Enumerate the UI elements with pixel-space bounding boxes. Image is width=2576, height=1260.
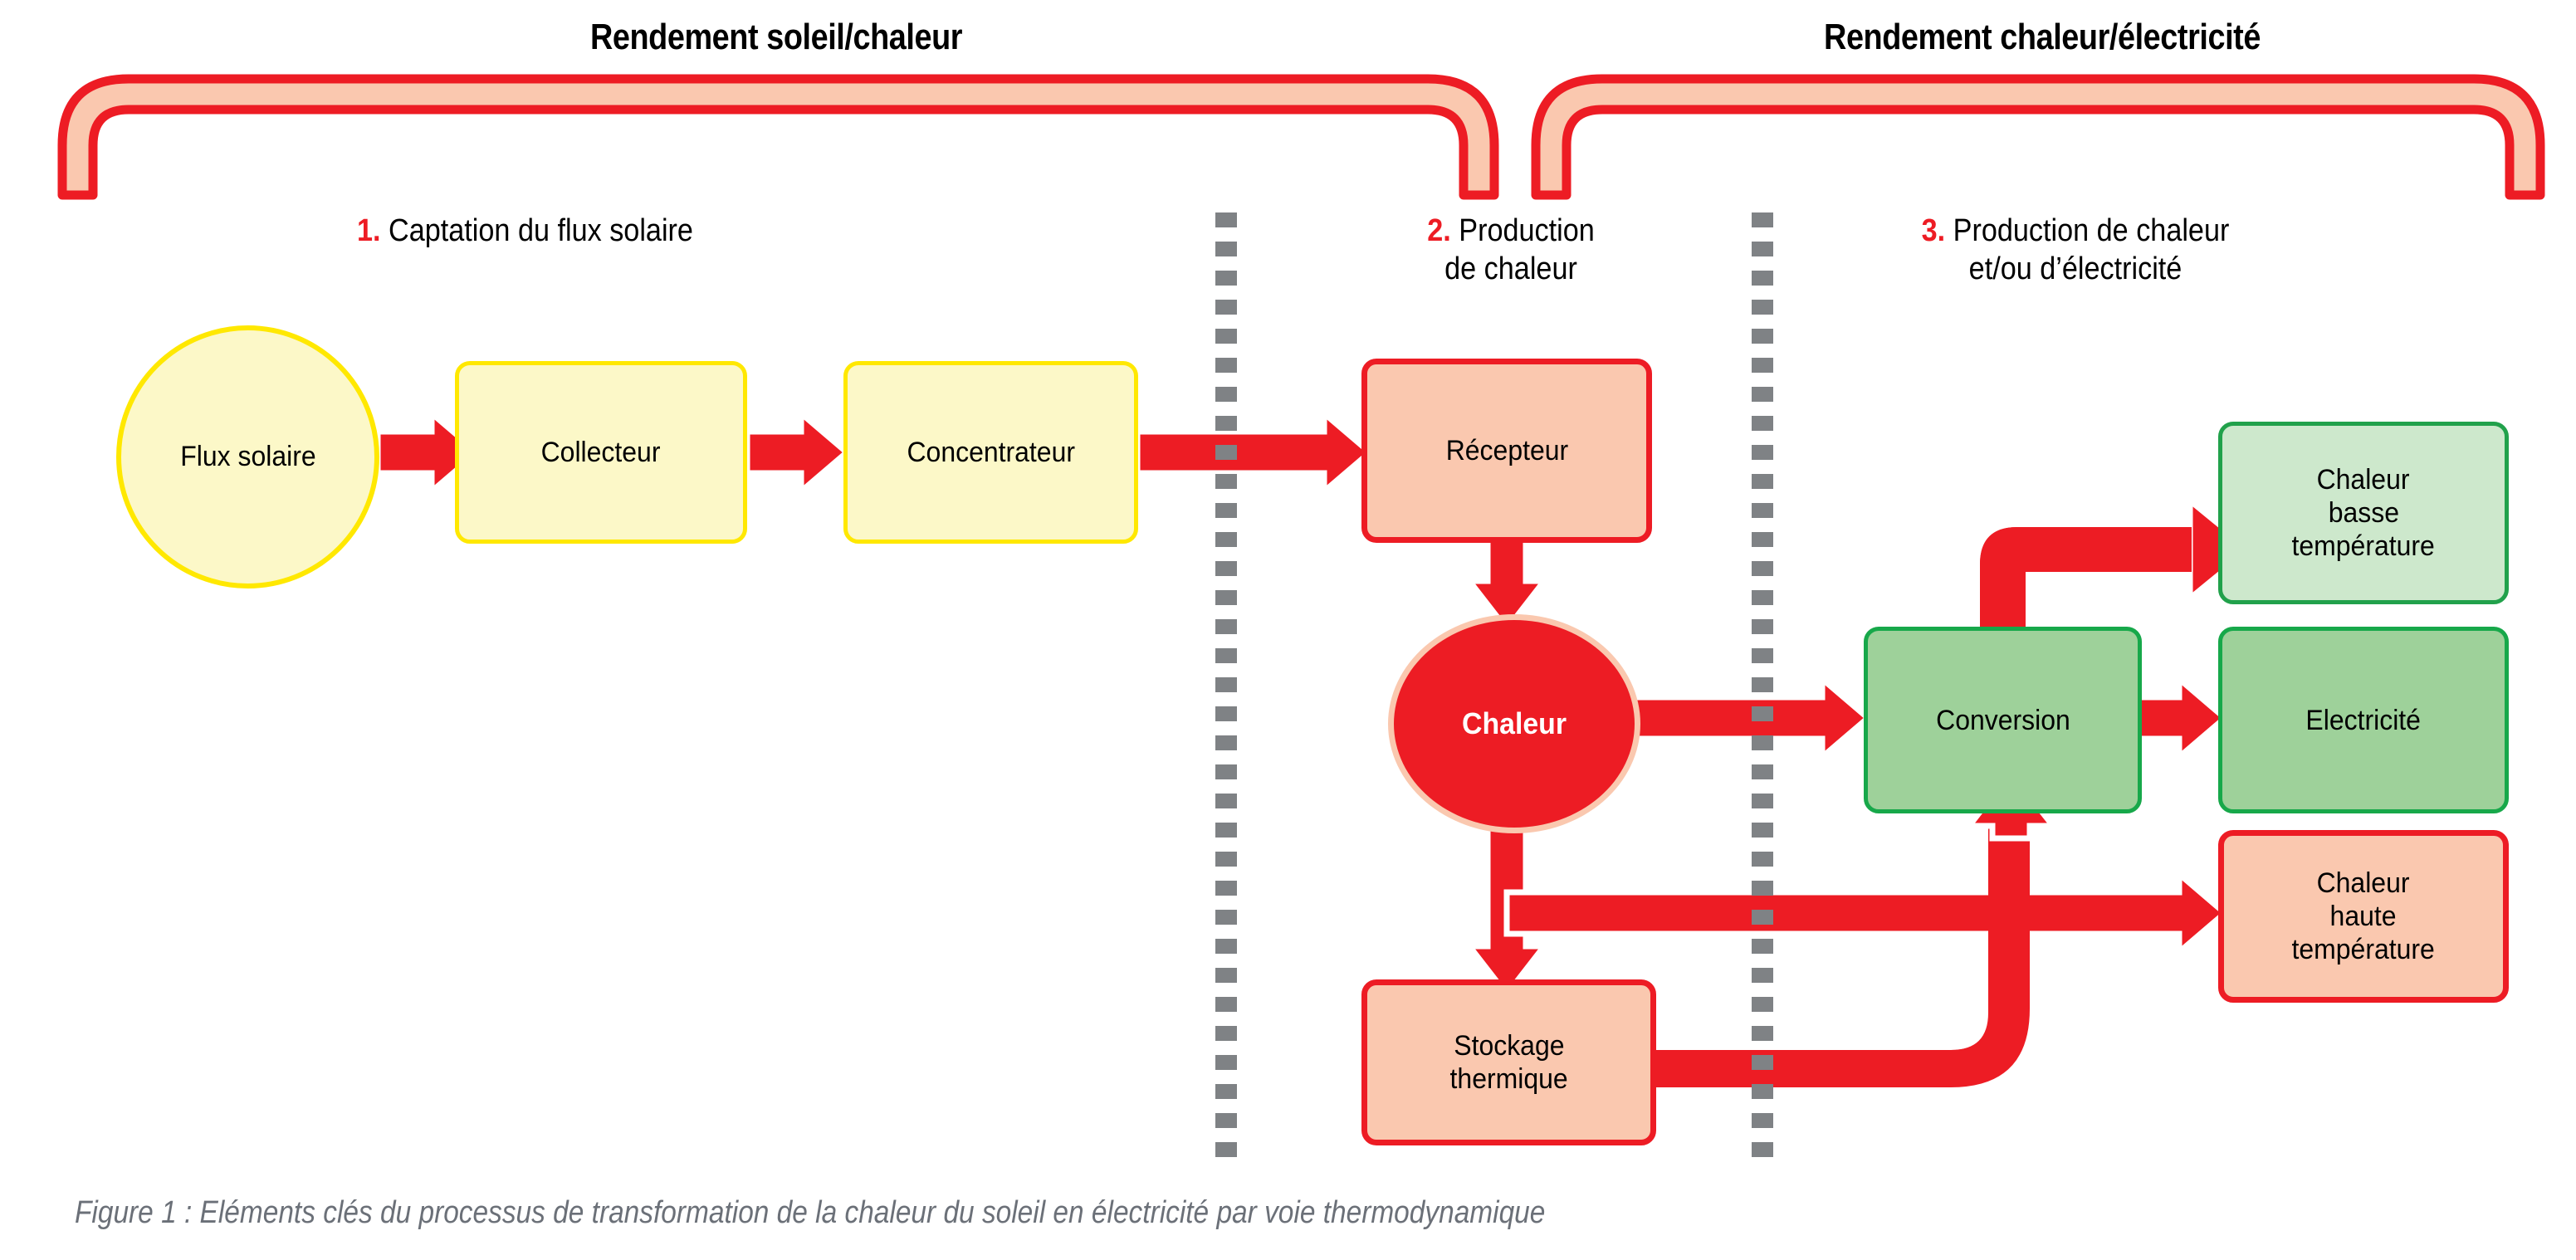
node-flux-solaire-label: Flux solaire (179, 441, 316, 472)
step-label-2: 2. Production de chaleur (1369, 212, 1653, 288)
arrow-concentrateur-to-recepteur (1134, 407, 1375, 498)
arrow-chaleur-to-conversion (1620, 672, 1873, 764)
node-chaleur-basse-label-line1: Chaleur (2317, 464, 2410, 496)
node-concentrateur-label: Concentrateur (907, 437, 1075, 468)
divider-stage-1-2 (1215, 212, 1237, 1171)
node-chaleur-haute-label-line1: Chaleur (2317, 867, 2410, 899)
node-electricite[interactable]: Electricité (2218, 627, 2509, 813)
arrow-chaleur-to-chaleur-haute (1503, 867, 2230, 959)
node-recepteur[interactable]: Récepteur (1361, 359, 1652, 543)
arrow-collecteur-to-concentrateur (744, 407, 852, 498)
node-chaleur-basse-label-line3: température (2291, 530, 2436, 562)
step-number-1: 1. (357, 213, 381, 248)
node-chaleur-label: Chaleur (1461, 706, 1567, 740)
bracket-chaleur-electricite-shape (1531, 74, 2545, 200)
node-collecteur[interactable]: Collecteur (455, 361, 747, 544)
bracket-title-soleil-chaleur: Rendement soleil/chaleur (589, 17, 963, 57)
divider-stage-2-3 (1752, 212, 1773, 1171)
arrow-stockage-to-conversion (1652, 767, 2060, 1087)
bracket-title-chaleur-electricite: Rendement chaleur/électricité (1824, 17, 2261, 57)
node-chaleur[interactable]: Chaleur (1388, 614, 1640, 833)
bracket-soleil-chaleur-shape (57, 74, 1499, 200)
node-chaleur-basse-label-line2: basse (2328, 497, 2399, 529)
node-concentrateur[interactable]: Concentrateur (843, 361, 1138, 544)
node-stockage-thermique-label-line1: Stockage (1453, 1030, 1565, 1062)
arrow-conversion-to-electricite (2134, 672, 2230, 764)
node-collecteur-label: Collecteur (541, 437, 661, 468)
node-conversion-label: Conversion (1935, 704, 2070, 736)
node-chaleur-basse-temperature[interactable]: Chaleur basse température (2218, 422, 2509, 604)
node-recepteur-label: Récepteur (1445, 435, 1568, 466)
step-number-2: 2. (1427, 213, 1451, 248)
node-chaleur-haute-label-line2: haute (2330, 901, 2397, 932)
node-chaleur-haute-temperature[interactable]: Chaleur haute température (2218, 830, 2509, 1003)
figure-caption: Figure 1 : Eléments clés du processus de… (75, 1195, 1546, 1230)
step-text-3-line2: et/ou d’électricité (1968, 252, 2183, 286)
node-electricite-label: Electricité (2305, 704, 2422, 736)
step-number-3: 3. (1921, 213, 1946, 248)
step-label-3: 3. Production de chaleur et/ou d’électri… (1836, 212, 2314, 288)
node-flux-solaire[interactable]: Flux solaire (116, 325, 379, 588)
step-text-3: Production de chaleur (1945, 213, 2230, 248)
node-chaleur-haute-label-line3: température (2291, 934, 2436, 965)
step-text-2: Production (1450, 213, 1595, 248)
node-stockage-thermique[interactable]: Stockage thermique (1361, 979, 1656, 1145)
step-label-1: 1. Captation du flux solaire (357, 212, 693, 250)
node-stockage-thermique-label-line2: thermique (1449, 1063, 1568, 1095)
step-text-1: Captation du flux solaire (380, 213, 693, 248)
node-conversion[interactable]: Conversion (1864, 627, 2142, 813)
step-text-2-line2: de chaleur (1444, 252, 1577, 286)
